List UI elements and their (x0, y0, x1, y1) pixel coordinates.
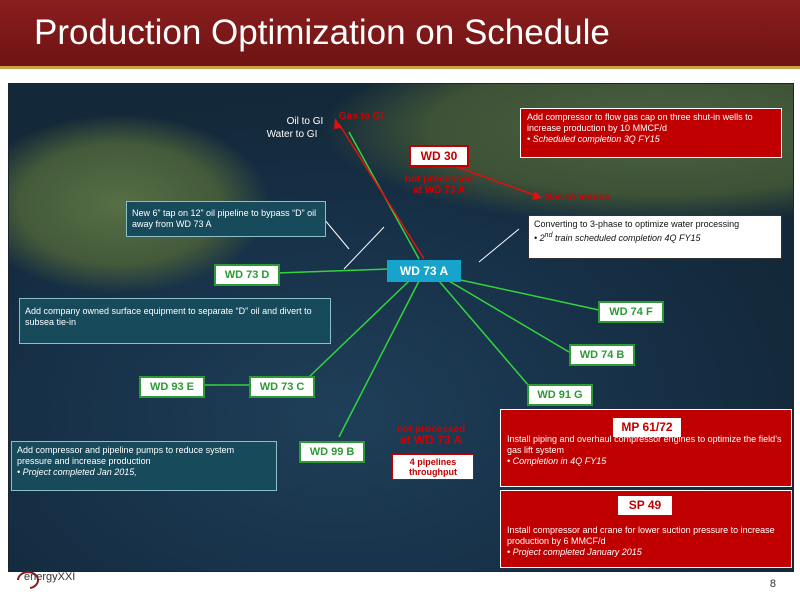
line-gas-to-gi (338, 123, 425, 260)
node-wd74f: WD 74 F (598, 301, 664, 323)
compressor-pumps-callout: Add compressor and pipeline pumps to red… (11, 441, 277, 491)
line-to-wd74f (455, 278, 600, 311)
line-to-wd99b (338, 280, 420, 438)
surface-text: Add company owned surface equipment to s… (25, 306, 312, 327)
pipelines-box: 4 pipelines throughput (392, 454, 474, 480)
pointer-3phase (478, 228, 520, 263)
compressor-pumps-text: Add compressor and pipeline pumps to red… (17, 445, 235, 466)
node-wd73c: WD 73 C (249, 376, 315, 398)
mp-title: MP 61/72 (613, 418, 681, 437)
compressor-pumps-bullet: Project completed Jan 2015, (17, 467, 271, 478)
node-wd74b: WD 74 B (569, 344, 635, 366)
connection-lines (204, 118, 600, 438)
three-phase-bullet-pre: 2 (539, 233, 545, 243)
three-phase-bullet-post: train scheduled completion 4Q FY15 (552, 233, 701, 243)
surface-callout: Add company owned surface equipment to s… (19, 298, 331, 344)
pipelines-line1: 4 pipelines (409, 457, 457, 467)
pointer-tap-1 (323, 218, 350, 250)
three-phase-bullet: 2nd train scheduled completion 4Q FY15 (534, 230, 776, 244)
energy-xxi-logo: energyXXI (8, 566, 78, 592)
title-bar: Production Optimization on Schedule (0, 0, 800, 66)
sp-text: Install compressor and crane for lower s… (507, 525, 775, 546)
arrow-gas-to-gi (334, 118, 342, 129)
page-number: 8 (769, 578, 776, 590)
oil-to-gi-label: Oil to GI (286, 116, 324, 127)
three-phase-bullet-sup: nd (544, 232, 553, 239)
gas-to-gi-label: Gas to GI (338, 111, 384, 122)
not-processed-top: not processed at WD 73 A (389, 174, 489, 196)
line-to-wd73c (308, 280, 410, 378)
page-title: Production Optimization on Schedule (34, 13, 610, 52)
line-to-wd74b (448, 280, 570, 353)
not-processed-bottom: not processed at WD 73 A (381, 424, 481, 446)
gas-cap-bullet: Scheduled completion 3Q FY15 (527, 134, 775, 145)
node-wd99b: WD 99 B (299, 441, 365, 463)
line-gas-to-venice (448, 163, 538, 197)
logo-swoosh-icon (17, 571, 39, 589)
accent-line (0, 66, 800, 69)
logo-text: energyXXI (24, 571, 76, 583)
gas-cap-callout: Add compressor to flow gas cap on three … (520, 108, 782, 158)
not-processed-bottom-line2: at WD 73 A (399, 433, 463, 447)
line-to-wd73d (276, 268, 390, 274)
three-phase-text: Converting to 3-phase to optimize water … (534, 219, 740, 229)
not-processed-top-line1: not processed (404, 174, 474, 185)
node-wd91g: WD 91 G (527, 384, 593, 406)
tap-text: New 6” tap on 12” oil pipeline to bypass… (132, 208, 317, 229)
sp-title: SP 49 (618, 496, 672, 515)
pointer-tap-2 (343, 226, 385, 270)
mp-text: Install piping and overhaul compressor e… (507, 434, 782, 455)
three-phase-callout: Converting to 3-phase to optimize water … (528, 215, 782, 259)
node-wd73d: WD 73 D (214, 264, 280, 286)
not-processed-bottom-line1: not processed (396, 424, 466, 435)
pipelines-line2: throughput (409, 467, 457, 477)
line-to-wd91g (438, 280, 530, 387)
node-wd30: WD 30 (409, 145, 469, 167)
mp-bullet: Completion in 4Q FY15 (507, 456, 785, 467)
water-to-gi-label: Water to GI (266, 129, 318, 140)
gas-cap-text: Add compressor to flow gas cap on three … (527, 112, 753, 133)
node-wd93e: WD 93 E (139, 376, 205, 398)
gas-to-venice-label: Gas to Venice (544, 192, 610, 203)
map-panel: Oil to GI Water to GI Gas to GI WD 30 no… (8, 83, 794, 572)
sp-bullet: Project completed January 2015 (507, 547, 785, 558)
arrow-gas-to-venice (532, 191, 542, 200)
tap-callout: New 6” tap on 12” oil pipeline to bypass… (126, 201, 326, 237)
node-wd73a-hub: WD 73 A (387, 260, 461, 282)
not-processed-top-line2: at WD 73 A (413, 185, 465, 196)
